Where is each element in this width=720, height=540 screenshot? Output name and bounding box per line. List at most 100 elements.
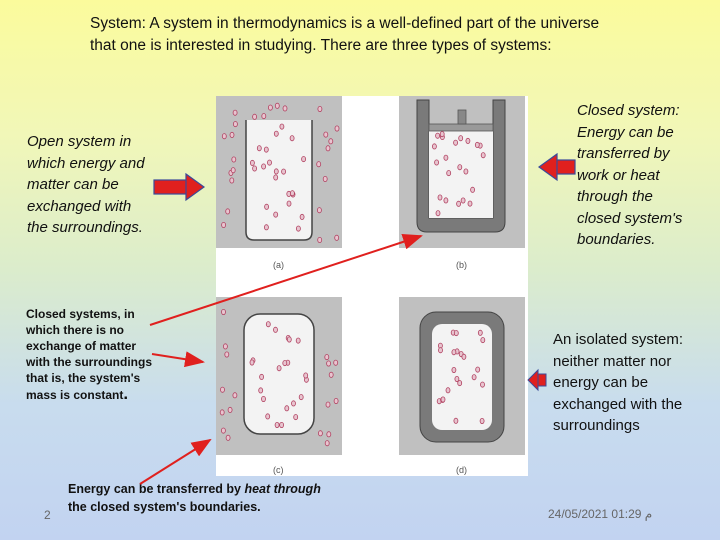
particle — [457, 380, 463, 387]
particle — [458, 135, 464, 142]
particle — [229, 177, 235, 184]
particle — [316, 161, 322, 168]
particle — [460, 197, 466, 204]
particle — [232, 121, 238, 128]
particle — [249, 159, 255, 166]
particle — [282, 360, 288, 367]
particle — [279, 123, 285, 130]
particle — [477, 329, 483, 336]
particle — [323, 131, 329, 138]
particle — [267, 104, 273, 111]
particle — [435, 210, 441, 217]
particle — [265, 321, 271, 328]
particle — [438, 347, 443, 354]
particle — [225, 208, 231, 215]
particle — [475, 366, 481, 373]
pointer-arrows — [139, 234, 423, 485]
particle — [453, 139, 459, 146]
particle — [220, 427, 226, 434]
particle — [437, 194, 443, 201]
footer-datetime: م 01:29 24/05/2021 — [548, 507, 653, 521]
particle — [263, 224, 269, 231]
particle — [295, 337, 301, 344]
particle — [474, 141, 480, 148]
particle — [273, 130, 279, 137]
particle — [273, 174, 279, 181]
particle — [480, 381, 485, 388]
particle — [224, 351, 230, 358]
particle — [443, 197, 449, 204]
particle — [451, 366, 457, 373]
particle — [279, 421, 285, 428]
particle — [298, 394, 304, 401]
particle — [219, 409, 225, 416]
particle — [479, 417, 485, 424]
insulated-container-icon — [419, 311, 505, 443]
particle — [274, 102, 280, 109]
particle — [221, 133, 227, 140]
particle — [286, 336, 292, 343]
particle — [222, 343, 228, 350]
isolated-system-text: An isolated system: neither matter nor e… — [553, 331, 684, 434]
particle — [317, 106, 323, 113]
particle — [265, 413, 271, 420]
particle — [451, 349, 457, 356]
particle — [221, 221, 227, 228]
block-arrow-right-icon — [153, 172, 206, 202]
particle — [461, 353, 467, 360]
particle — [457, 164, 463, 171]
particle — [289, 135, 295, 142]
particle — [261, 395, 266, 402]
particle — [273, 326, 278, 333]
particle — [324, 440, 330, 447]
particle — [334, 125, 340, 132]
particle — [232, 109, 238, 116]
particle — [231, 156, 237, 163]
particle — [470, 186, 476, 193]
particle — [440, 396, 446, 403]
particle — [299, 213, 305, 220]
particle — [281, 168, 287, 175]
particle — [325, 145, 331, 152]
particle — [274, 421, 280, 428]
particle — [256, 145, 262, 152]
particles — [219, 102, 486, 447]
particle — [463, 168, 469, 175]
particle — [225, 434, 231, 441]
slide-title: System: A system in thermodynamics is a … — [90, 13, 650, 57]
label-c: (c) — [273, 465, 284, 475]
particle — [317, 236, 323, 243]
particle — [261, 163, 267, 170]
particle — [301, 156, 307, 163]
particle — [454, 375, 460, 382]
particle — [453, 417, 459, 424]
bottom-note: Energy can be transferred by heat throug… — [68, 482, 321, 514]
particle — [328, 371, 334, 378]
particle — [333, 397, 339, 404]
particle — [322, 175, 328, 182]
particle — [434, 159, 440, 166]
particle — [325, 401, 331, 408]
particle — [258, 387, 264, 394]
particle — [480, 152, 486, 159]
particle — [295, 225, 301, 232]
particle — [446, 170, 452, 177]
particle — [467, 200, 473, 207]
particle — [252, 165, 258, 172]
particle — [263, 146, 269, 153]
closed-container-icon — [243, 313, 315, 435]
open-beaker-icon — [245, 120, 313, 241]
particle — [303, 372, 309, 379]
particle — [264, 203, 270, 210]
particle — [471, 374, 477, 381]
particle — [435, 132, 441, 139]
particle — [326, 360, 332, 367]
particle — [431, 143, 437, 150]
particle — [316, 207, 322, 214]
closed-mass-text: Closed systems, in which there is no exc… — [26, 307, 152, 403]
particle — [317, 430, 323, 437]
open-system-text: Open system in which energy and matter c… — [27, 133, 145, 236]
particle — [284, 405, 290, 412]
particle — [293, 414, 299, 421]
